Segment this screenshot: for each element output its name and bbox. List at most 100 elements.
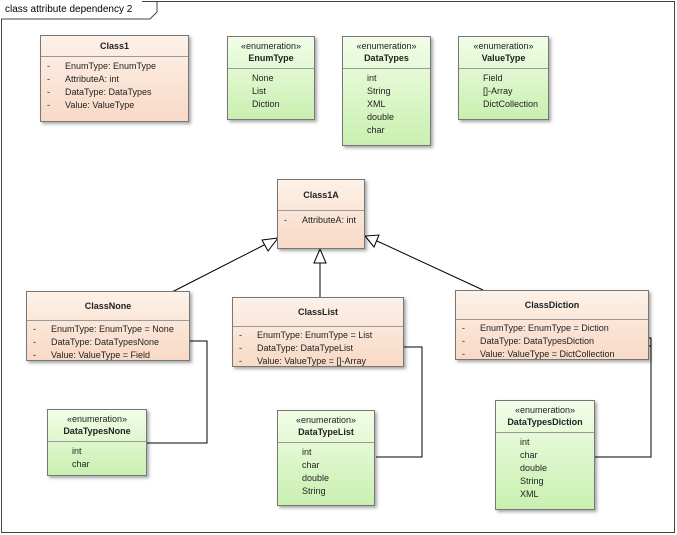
attribute-list: - EnumType: EnumType - AttributeA: int - Da… (41, 57, 188, 115)
enum-datatypes[interactable]: «enumeration» DataTypes int String XML d… (342, 36, 431, 146)
attribute-text: DataType: DataTypes (65, 87, 152, 97)
visibility-marker: - (47, 74, 50, 84)
generalization-classlist (313, 247, 327, 297)
attribute-text: DataType: DataTypesNone (51, 337, 160, 347)
attribute-list: - EnumType: EnumType = List - DataType: Da… (233, 327, 403, 371)
visibility-marker: - (462, 349, 465, 359)
dependency-classdiction-datatypesdiction (595, 337, 652, 458)
attribute: - Value: ValueType = DictCollection (460, 348, 644, 361)
enum-literal: int (302, 447, 312, 457)
visibility-marker: - (33, 324, 36, 334)
enum-literal: XML (520, 489, 539, 499)
attribute-text: AttributeA: int (65, 74, 120, 84)
enum-header: «enumeration» DataTypeList (278, 411, 374, 443)
class-header: ClassNone (27, 292, 189, 321)
literal-list: Field []-Array DictCollection (459, 69, 548, 114)
class-class1a[interactable]: Class1A - AttributeA: int (277, 179, 365, 249)
attribute: - EnumType: EnumType = None (31, 323, 185, 336)
attribute-list: -EnumType: EnumType = Diction -DataType:… (456, 320, 648, 364)
enum-literal: double (520, 463, 548, 473)
enum-enumtype[interactable]: «enumeration» EnumType None List Diction (227, 36, 315, 120)
attribute: - EnumType: EnumType (45, 60, 184, 73)
enum-literal: double (302, 473, 330, 483)
class-header: Class1 (41, 36, 188, 57)
class-class1[interactable]: Class1 - EnumType: EnumType - AttributeA: … (40, 35, 189, 122)
attribute-text: Value: ValueType = Field (51, 350, 150, 360)
attribute: - EnumType: EnumType = List (237, 329, 399, 342)
literal-list: int String XML double char (343, 69, 430, 140)
attribute: - DataType: DataTypesDiction (460, 335, 644, 348)
attribute-text: Value: ValueType = DictCollection (480, 349, 615, 359)
visibility-marker: - (239, 343, 242, 353)
visibility-marker: - (47, 100, 50, 110)
class-name: Class1 (99, 41, 130, 51)
attribute: - DataType: DataTypes (45, 86, 184, 99)
enum-name: ValueType (481, 53, 526, 63)
enum-name: DataTypesNone (63, 426, 131, 436)
visibility-marker: - (239, 330, 242, 340)
attribute-text: DataType: DataTypeList (257, 343, 354, 353)
enum-literal: int (72, 446, 82, 456)
class-classdiction[interactable]: ClassDiction -EnumType: EnumType = Dicti… (455, 290, 649, 360)
diagram-title: class attribute dependency 2 (1, 1, 143, 19)
enum-literal: String (302, 486, 326, 496)
attribute-text: EnumType: EnumType (65, 61, 157, 71)
visibility-marker: - (47, 87, 50, 97)
class-name: ClassDiction (524, 300, 580, 310)
attribute-text: EnumType: EnumType = Diction (480, 323, 609, 333)
enum-datatypelist[interactable]: «enumeration» DataTypeList int char doub… (277, 410, 375, 506)
class-header: ClassDiction (456, 291, 648, 320)
literal-list: None List Diction (228, 69, 314, 114)
attribute-text: Value: ValueType = []-Array (257, 356, 366, 366)
frame-tab-outline (1, 1, 158, 20)
attribute-text: DataType: DataTypesDiction (480, 336, 595, 346)
visibility-marker: - (47, 61, 50, 71)
attribute: -Value: ValueType (45, 99, 184, 112)
enum-header: «enumeration» ValueType (459, 37, 548, 69)
class-classlist[interactable]: ClassList - EnumType: EnumType = List - Da… (232, 297, 404, 367)
enum-header: «enumeration» DataTypes (343, 37, 430, 69)
enum-header: «enumeration» EnumType (228, 37, 314, 69)
stereotype-label: «enumeration» (473, 41, 534, 51)
enum-name: EnumType (248, 53, 294, 63)
literal-list: int char double String (278, 443, 374, 501)
attribute-text: EnumType: EnumType = List (257, 330, 373, 340)
generalization-classnone (171, 237, 280, 293)
attribute: - AttributeA: int (45, 73, 184, 86)
attribute: - AttributeA: int (282, 214, 360, 227)
literal-list: int char double String XML (496, 433, 594, 504)
visibility-marker: - (462, 336, 465, 346)
enum-valuetype[interactable]: «enumeration» ValueType Field []-Array D… (458, 36, 549, 120)
class-header: ClassList (233, 298, 403, 327)
literal-list: int char (48, 442, 146, 474)
enum-literal: []-Array (483, 86, 513, 96)
generalization-classdiction (364, 234, 484, 291)
visibility-marker: - (33, 350, 36, 360)
attribute-text: EnumType: EnumType = None (51, 324, 174, 334)
class-classnone[interactable]: ClassNone - EnumType: EnumType = None - Da… (26, 291, 190, 361)
enum-literal: XML (367, 99, 386, 109)
stereotype-label: «enumeration» (295, 415, 357, 425)
enum-datatypesdiction[interactable]: «enumeration» DataTypesDiction int char … (495, 400, 595, 510)
attribute: - Value: ValueType = Field (31, 349, 185, 362)
attribute-text: AttributeA: int (302, 215, 357, 225)
attribute-list: - AttributeA: int (278, 211, 364, 230)
visibility-marker: - (284, 215, 287, 225)
enum-literal: Field (483, 73, 503, 83)
stereotype-label: «enumeration» (240, 41, 302, 51)
enum-name: DataTypes (364, 53, 409, 63)
attribute: -EnumType: EnumType = Diction (460, 322, 644, 335)
enum-literal: Diction (252, 99, 280, 109)
enum-literal: double (367, 112, 395, 122)
attribute: - DataType: DataTypesNone (31, 336, 185, 349)
class-name: ClassNone (84, 301, 132, 311)
enum-datatypesnone[interactable]: «enumeration» DataTypesNone int char (47, 409, 147, 476)
enum-literal: None (252, 73, 274, 83)
enum-name: DataTypeList (298, 427, 354, 437)
enum-header: «enumeration» DataTypesNone (48, 410, 146, 442)
stereotype-label: «enumeration» (356, 41, 417, 51)
class-name: Class1A (303, 190, 339, 200)
visibility-marker: - (33, 337, 36, 347)
